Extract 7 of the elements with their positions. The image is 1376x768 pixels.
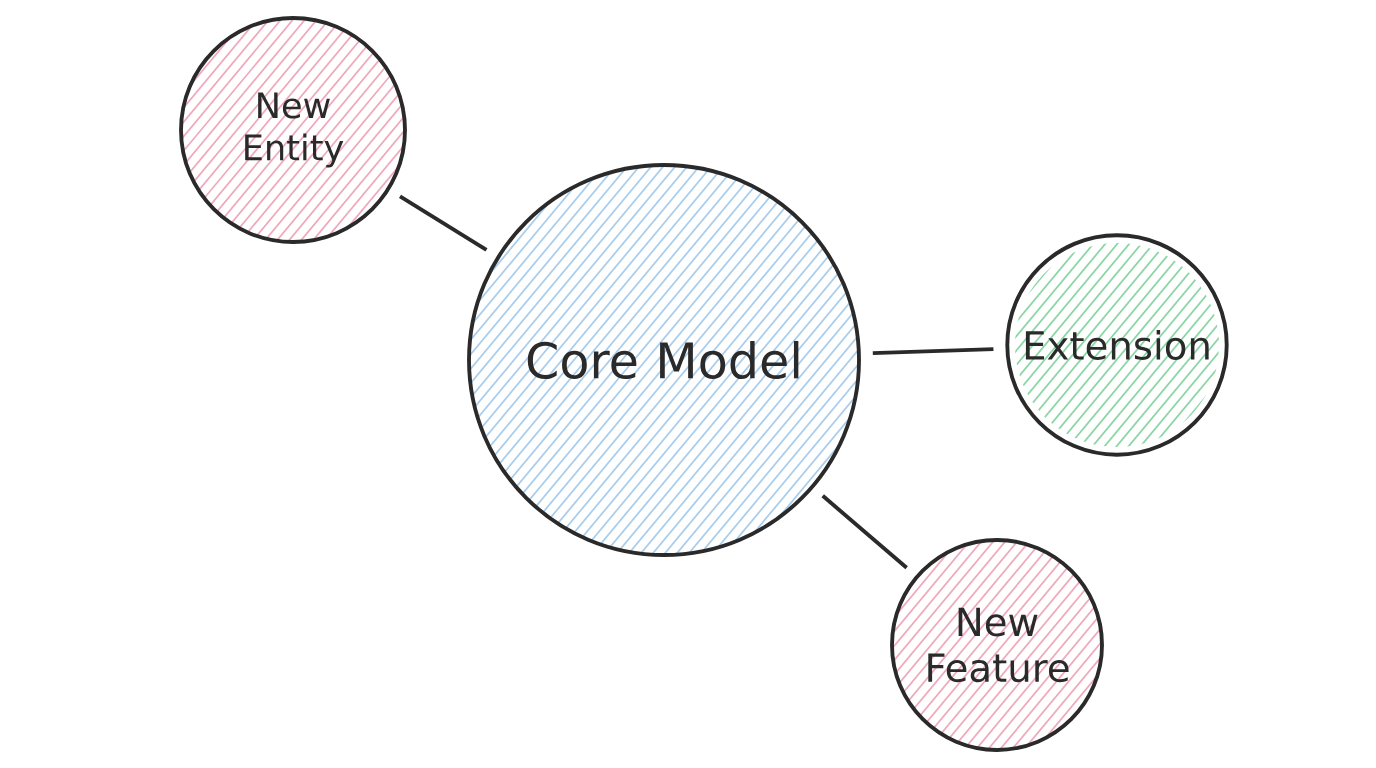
circle-node: Core Model [467, 163, 861, 557]
circle-node: Extension [1005, 233, 1229, 457]
circle-node: New Feature [890, 538, 1104, 752]
connector-line [872, 347, 994, 355]
circle-node: New Entity [179, 16, 407, 244]
connector-line [821, 494, 908, 570]
connector-line [399, 194, 488, 252]
